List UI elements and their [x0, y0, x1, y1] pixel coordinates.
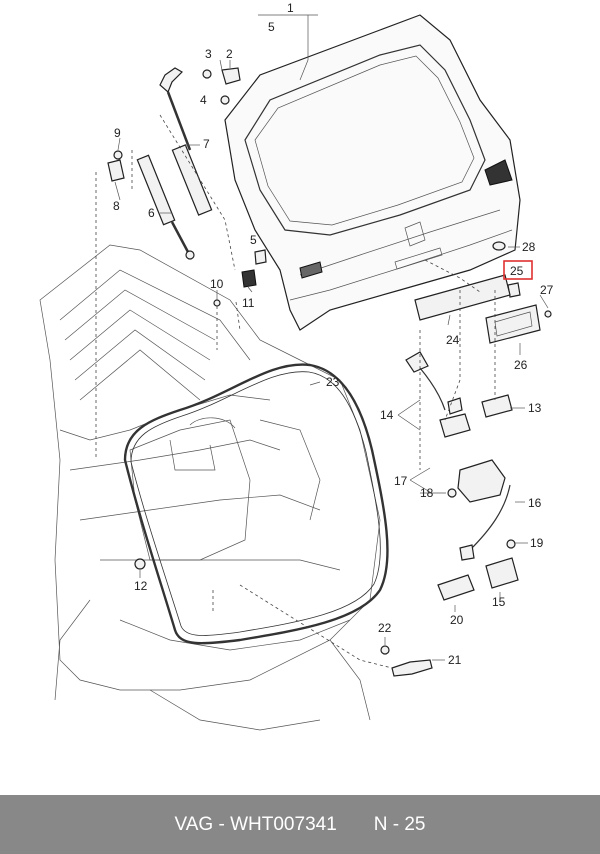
- position-label: N - 25: [373, 813, 426, 835]
- callout-9: 9: [114, 126, 121, 140]
- callout-14: 14: [380, 408, 394, 422]
- callout-13: 13: [528, 401, 542, 415]
- callout-10: 10: [210, 277, 224, 291]
- brand-label: VAG: [174, 813, 214, 835]
- part-info-footer: VAG - WHT007341 N - 25: [0, 795, 600, 854]
- callout-23: 23: [326, 375, 340, 389]
- tailgate-seal: [123, 363, 389, 645]
- ball-stud-8: [107, 159, 125, 182]
- callout-8: 8: [113, 199, 120, 213]
- callout-28: 28: [522, 240, 536, 254]
- callout-3: 3: [205, 47, 212, 61]
- plate-panel-24: [414, 274, 511, 321]
- tailgate-panel: [224, 14, 521, 331]
- screw-18: [447, 488, 457, 498]
- clip-22: [380, 645, 390, 655]
- ball-stud-5: [254, 249, 267, 265]
- nut-19: [506, 539, 516, 549]
- handle-20: [437, 574, 475, 601]
- callout-labels: 1 2 3 4 5 5 6 7 8 9 10 11 12 13 14 15 16…: [113, 1, 554, 667]
- callout-1: 1: [287, 1, 294, 15]
- spacer: [337, 814, 374, 836]
- callout-12: 12: [134, 579, 148, 593]
- lock-17: [457, 459, 506, 503]
- diagram-svg: 1 2 3 4 5 5 6 7 8 9 10 11 12 13 14 15 16…: [39, 1, 554, 731]
- gas-strut-6: [136, 154, 195, 260]
- callout-26: 26: [514, 358, 528, 372]
- callout-19: 19: [530, 536, 544, 550]
- exploded-parts-diagram: 1 2 3 4 5 5 6 7 8 9 10 11 12 13 14 15 16…: [39, 1, 554, 731]
- actuator-15: [485, 557, 519, 589]
- button-13: [481, 394, 513, 418]
- callout-2: 2: [226, 47, 233, 61]
- callout-4: 4: [200, 93, 207, 107]
- callout-7: 7: [203, 137, 210, 151]
- part-number: WHT007341: [230, 813, 337, 835]
- callout-21: 21: [448, 653, 462, 667]
- callout-16: 16: [528, 496, 542, 510]
- plug-28: [492, 241, 506, 251]
- callout-27: 27: [540, 283, 554, 297]
- callout-6: 6: [148, 206, 155, 220]
- buffer-11: [241, 269, 257, 288]
- grommet-12: [134, 558, 146, 570]
- callout-15: 15: [492, 595, 506, 609]
- callout-17: 17: [394, 474, 408, 488]
- screw-27: [544, 310, 552, 318]
- switch-14: [439, 413, 471, 438]
- callout-24: 24: [446, 333, 460, 347]
- highlight-box-25: [503, 260, 533, 280]
- leader-lines: [114, 14, 549, 661]
- assembly-lines: [95, 114, 496, 669]
- separator: -: [213, 813, 231, 835]
- callout-5-top: 5: [268, 20, 275, 34]
- callout-18: 18: [420, 486, 434, 500]
- callout-25: 25: [510, 264, 524, 278]
- callout-20: 20: [450, 613, 464, 627]
- plate-light-26: [485, 304, 541, 344]
- nut-4: [220, 95, 230, 105]
- cable-16: [469, 484, 511, 551]
- screw-9: [113, 150, 123, 160]
- vehicle-body: [39, 244, 381, 731]
- clip-10: [213, 299, 221, 307]
- callout-5-side: 5: [250, 233, 257, 247]
- bolt-3: [202, 69, 212, 79]
- bracket-2: [221, 67, 241, 85]
- striker-21: [391, 659, 433, 677]
- callout-11: 11: [242, 296, 255, 310]
- callout-22: 22: [378, 621, 392, 635]
